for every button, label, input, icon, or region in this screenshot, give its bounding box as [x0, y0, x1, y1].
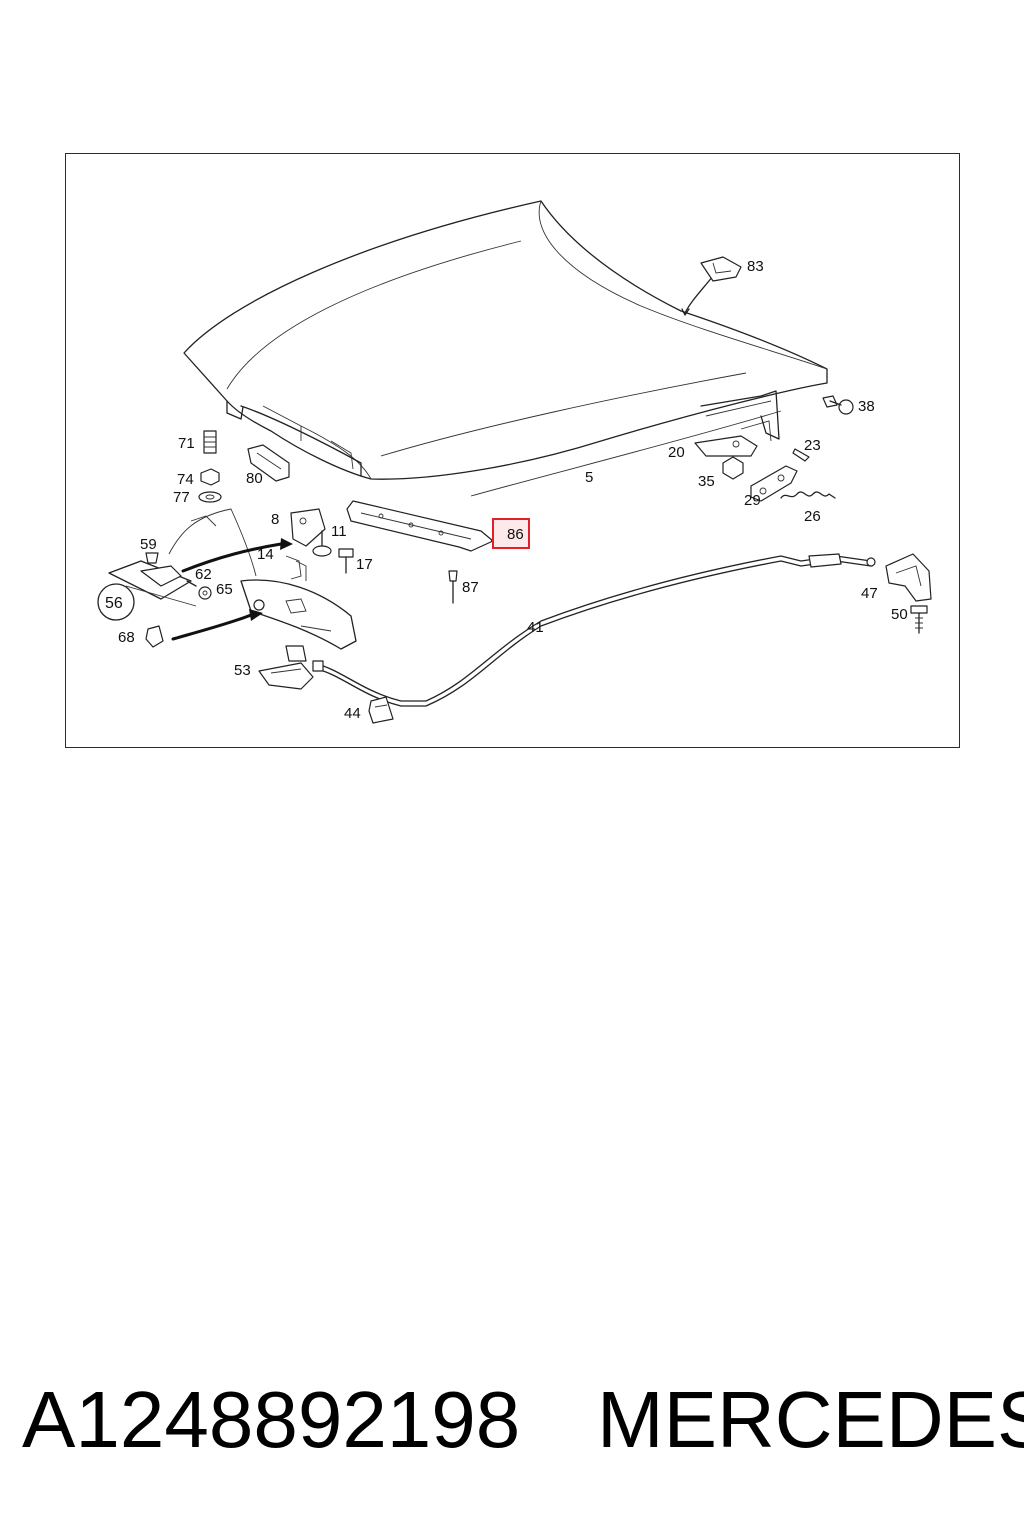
- callout-80: 80: [246, 470, 263, 487]
- callout-50: 50: [891, 606, 908, 623]
- callout-35: 35: [698, 473, 715, 490]
- callout-44: 44: [344, 705, 361, 722]
- callout-65: 65: [216, 581, 233, 598]
- callout-labels: 5 8 11 14 17 20 23 26 29 35 38 41 44 47 …: [105, 258, 908, 722]
- parts-diagram-frame: 5 8 11 14 17 20 23 26 29 35 38 41 44 47 …: [65, 153, 960, 748]
- callout-71: 71: [178, 435, 195, 452]
- hood-parts-diagram: 5 8 11 14 17 20 23 26 29 35 38 41 44 47 …: [97, 200, 932, 724]
- callout-86-highlight-box: [492, 518, 530, 549]
- callout-83: 83: [747, 258, 764, 275]
- callout-74: 74: [177, 471, 194, 488]
- callout-68: 68: [118, 629, 135, 646]
- callout-38: 38: [858, 398, 875, 415]
- callout-5: 5: [585, 469, 593, 486]
- callout-8: 8: [271, 511, 279, 528]
- callout-86: 86: [507, 526, 524, 543]
- brand-text: MERCEDES: [597, 1375, 1024, 1464]
- callout-17: 17: [356, 556, 373, 573]
- callout-87: 87: [462, 579, 479, 596]
- release-cable: [312, 553, 876, 707]
- callout-29: 29: [744, 492, 761, 509]
- callout-56: 56: [105, 595, 123, 612]
- callout-20: 20: [668, 444, 685, 461]
- callout-77: 77: [173, 489, 190, 506]
- callout-56-circle: [97, 583, 135, 621]
- callout-53: 53: [234, 662, 251, 679]
- callout-26: 26: [804, 508, 821, 525]
- callout-11: 11: [331, 523, 347, 540]
- hood-panel: [183, 200, 828, 497]
- callout-14: 14: [257, 546, 274, 563]
- callout-47: 47: [861, 585, 878, 602]
- callout-23: 23: [804, 437, 821, 454]
- front-reinforcement-strip: [346, 500, 502, 552]
- callout-59: 59: [140, 536, 157, 553]
- part-number-text: A1248892198: [22, 1375, 521, 1464]
- callout-41: 41: [527, 619, 544, 636]
- callout-62: 62: [195, 566, 212, 583]
